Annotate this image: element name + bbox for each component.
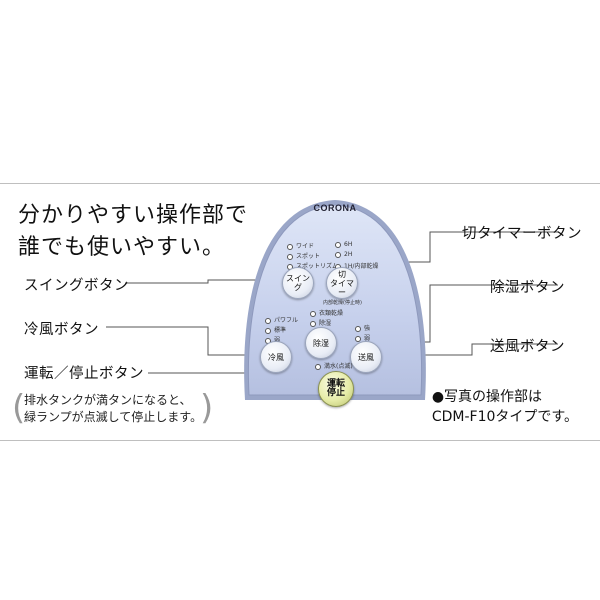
brand-logo: CORONA [313, 203, 357, 213]
cool-button[interactable]: 冷風 [260, 341, 292, 373]
timer-button[interactable]: 切タイマー [326, 267, 358, 299]
dehumid-button-label: 除湿ボタン [490, 280, 565, 296]
cool-indicator-powerful: パワフル [265, 315, 298, 324]
fan-indicator-weak: 弱 [355, 333, 370, 342]
run-stop-button-label: 運転／停止ボタン [24, 366, 144, 382]
cool-indicator-standard: 標準 [265, 325, 286, 334]
run-stop-button[interactable]: 運転停止 [318, 371, 354, 407]
swing-button[interactable]: スイング [282, 267, 314, 299]
swing-indicator-1: ワイド [287, 241, 314, 250]
headline: 分かりやすい操作部で 誰でも使いやすい。 [18, 200, 248, 264]
note-bracket-left: ( [12, 388, 26, 428]
swing-indicator-2: スポット [287, 251, 320, 260]
fan-button-label: 送風ボタン [490, 339, 565, 355]
headline-line-2: 誰でも使いやすい。 [18, 235, 226, 260]
caption-line-1: ●写真の操作部は [431, 389, 543, 405]
headline-line-1: 分かりやすい操作部で [18, 203, 249, 228]
dehumid-button[interactable]: 除湿 [305, 327, 337, 359]
fan-indicator-strong: 強 [355, 323, 370, 332]
drain-note: 排水タンクが満タンになると、 緑ランプが点滅して停止します。 [24, 392, 202, 426]
dehumid-indicator-laundry: 衣類乾燥 [310, 308, 343, 317]
internal-dry-label: 内部乾燥(停止時) [323, 300, 362, 306]
drain-note-line-1: 排水タンクが満タンになると、 [24, 393, 192, 407]
drain-note-line-2: 緑ランプが点滅して停止します。 [24, 410, 203, 424]
fan-button[interactable]: 送風 [350, 341, 382, 373]
dehumid-indicator-dehumid: 除湿 [310, 318, 331, 327]
timer-indicator-6h: 6H [335, 241, 352, 248]
caption-line-2: CDM-F10タイプです。 [431, 409, 578, 425]
timer-indicator-2h: 2H [335, 251, 352, 258]
swing-button-label: スイングボタン [24, 278, 129, 294]
cool-button-label: 冷風ボタン [24, 322, 99, 338]
drain-full-indicator: 満水(点滅) [315, 361, 353, 370]
control-panel: CORONA ワイド スポット スポットリズム 6H 2H 1H/内部乾燥 スイ… [235, 195, 435, 410]
note-bracket-right: ) [200, 388, 214, 428]
timer-button-label: 切タイマーボタン [462, 226, 582, 242]
photo-caption: ●写真の操作部は CDM-F10タイプです。 [432, 387, 578, 427]
